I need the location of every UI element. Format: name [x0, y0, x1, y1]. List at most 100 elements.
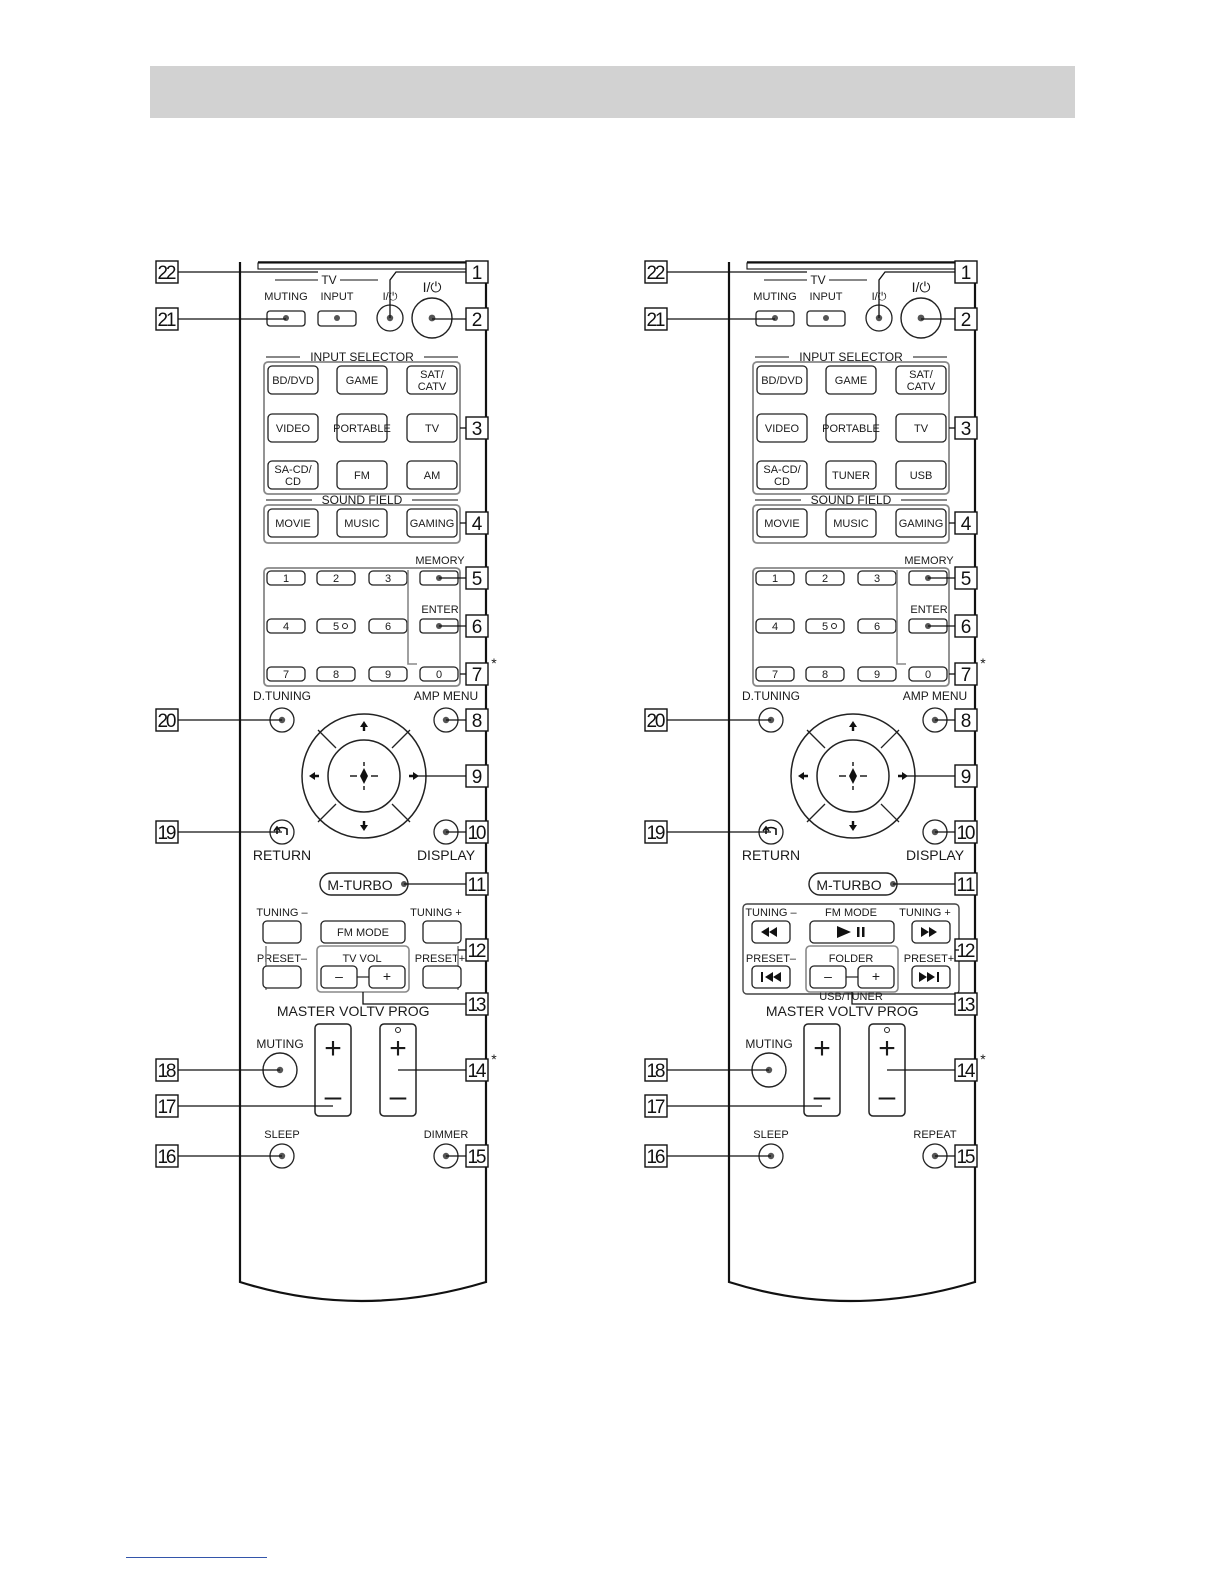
remote-1-vol-plus-button[interactable]: +: [368, 965, 406, 989]
remote-1-sound-field-label: SOUND FIELD: [322, 493, 403, 507]
remote-2-num-key-5-tactile-dot: [831, 623, 837, 629]
remote-2-tuning-minus-button[interactable]: [751, 920, 791, 944]
remote-1-num-key-1[interactable]: 1: [266, 570, 306, 586]
remote-1-input-tv-button[interactable]: TV: [406, 413, 458, 443]
remote-2-callout-19-num: 19: [647, 823, 666, 844]
remote-2-input-bddvd-button[interactable]: BD/DVD: [756, 365, 808, 395]
remote-2-vol-plus-button[interactable]: +: [857, 965, 895, 989]
remote-1-tuning-minus-button[interactable]: [262, 920, 302, 944]
remote-2-main-power-button[interactable]: [900, 297, 942, 339]
remote-2-input-game-button-body: [825, 365, 877, 395]
remote-2-input-video-button-label: VIDEO: [765, 423, 800, 435]
remote-2-tv-input-button[interactable]: [806, 310, 846, 327]
remote-1-num-key-9-label: 9: [385, 669, 391, 681]
remote-2-callout-19: 19: [644, 820, 668, 844]
remote-2-input-tv-button-label: TV: [914, 423, 929, 435]
remote-1-callout-6: 6: [465, 614, 489, 638]
remote-2-sound-field-movie-button[interactable]: MOVIE: [756, 508, 808, 538]
remote-2-callout-16: 16: [644, 1144, 668, 1168]
remote-1-callout-20: 20: [155, 708, 179, 732]
remote-2-input-video-button[interactable]: VIDEO: [756, 413, 808, 443]
remote-2-tv-input-label: INPUT: [810, 291, 843, 303]
remote-2-num-key-3[interactable]: 3: [857, 570, 897, 586]
remote-2-num-key-5-label: 5: [822, 621, 828, 633]
remote-1-num-key-4[interactable]: 4: [266, 618, 306, 634]
remote-2-callout-20: 20: [644, 708, 668, 732]
remote-1-num-key-2[interactable]: 2: [316, 570, 356, 586]
remote-2-dpad[interactable]: [790, 713, 916, 839]
remote-1-preset-minus-button[interactable]: [262, 965, 302, 989]
remote-1-num-key-2-label: 2: [333, 573, 339, 585]
remote-1-callout-7-asterisk: *: [491, 655, 497, 671]
remote-1-vol-minus-button[interactable]: –: [320, 965, 358, 989]
remote-1-input-fm-button[interactable]: FM: [336, 460, 388, 490]
remote-2-num-key-9[interactable]: 9: [857, 666, 897, 682]
remote-1-center-key-button[interactable]: FM MODE: [320, 920, 406, 944]
remote-2-input-satcatv-button[interactable]: SAT/CATV: [895, 365, 947, 395]
remote-1-input-tv-button-body: [406, 413, 458, 443]
remote-2-callout-9-num: 9: [961, 767, 972, 788]
remote-2-tuning-plus-button[interactable]: [911, 920, 951, 944]
remote-2-num-key-1[interactable]: 1: [755, 570, 795, 586]
remote-1-input-bddvd-button[interactable]: BD/DVD: [267, 365, 319, 395]
remote-2-num-key-4[interactable]: 4: [755, 618, 795, 634]
remote-1-master-vol-rocker[interactable]: +–: [314, 1023, 352, 1117]
remote-2-num-key-9-label: 9: [874, 669, 880, 681]
remote-1-num-key-5[interactable]: 5: [316, 618, 356, 634]
remote-2-num-key-6[interactable]: 6: [857, 618, 897, 634]
remote-2-tv-group-label: TV: [810, 273, 825, 287]
remote-2-sound-field-gaming-button-label: GAMING: [899, 518, 944, 530]
remote-2-sound-field-gaming-button[interactable]: GAMING: [895, 508, 947, 538]
remote-1-tv-prog-label: TV PROG: [366, 1003, 429, 1019]
remote-1-input-portable-button[interactable]: PORTABLE: [333, 413, 391, 443]
remote-1-sound-field-music-button[interactable]: MUSIC: [336, 508, 388, 538]
remote-1-input-game-button[interactable]: GAME: [336, 365, 388, 395]
remote-2-input-game-button[interactable]: GAME: [825, 365, 877, 395]
remote-2-num-key-8-label: 8: [822, 669, 828, 681]
remote-2-dpad-sep-1: [880, 729, 900, 749]
remote-1-num-key-0-label: 0: [436, 669, 442, 681]
remote-1-num-key-0[interactable]: 0: [419, 666, 459, 682]
remote-2-center-key-button[interactable]: [809, 920, 895, 944]
remote-1-dpad-sep-0: [317, 729, 337, 749]
remote-2-input-sacdcd-button[interactable]: SA-CD/CD: [756, 460, 808, 490]
remote-2-preset-plus-button[interactable]: [911, 965, 951, 989]
remote-1-input-video-button[interactable]: VIDEO: [267, 413, 319, 443]
remote-2-input-tv-button[interactable]: TV: [895, 413, 947, 443]
remote-1-m-turbo-button[interactable]: M-TURBO: [319, 872, 409, 896]
remote-2-preset-minus-button[interactable]: [751, 965, 791, 989]
remote-2-input-tuner-button[interactable]: TUNER: [825, 460, 877, 490]
remote-1-num-key-8[interactable]: 8: [316, 666, 356, 682]
remote-2-num-key-2[interactable]: 2: [805, 570, 845, 586]
remote-2-num-key-0[interactable]: 0: [908, 666, 948, 682]
remote-1-input-sacdcd-button[interactable]: SA-CD/CD: [267, 460, 319, 490]
remote-2-vol-minus-button[interactable]: –: [809, 965, 847, 989]
remote-1-preset-plus-button[interactable]: [422, 965, 462, 989]
remote-1-num-key-7[interactable]: 7: [266, 666, 306, 682]
remote-1-num-key-9[interactable]: 9: [368, 666, 408, 682]
remote-1-sound-field-gaming-button[interactable]: GAMING: [406, 508, 458, 538]
remote-2-tuning-minus-label: TUNING –: [745, 907, 797, 919]
remote-1-input-am-button[interactable]: AM: [406, 460, 458, 490]
remote-1-dpad-sep-3: [391, 803, 411, 823]
remote-2-input-usb-button[interactable]: USB: [895, 460, 947, 490]
remote-2-num-key-7[interactable]: 7: [755, 666, 795, 682]
remote-1-input-satcatv-button[interactable]: SAT/CATV: [406, 365, 458, 395]
remote-2-master-vol-rocker[interactable]: +–: [803, 1023, 841, 1117]
remote-2-num-key-8[interactable]: 8: [805, 666, 845, 682]
remote-2-preset-minus-label: PRESET–: [746, 953, 797, 965]
remote-1-tuning-plus-button[interactable]: [422, 920, 462, 944]
remote-1-num-key-3[interactable]: 3: [368, 570, 408, 586]
remote-2-sound-field-music-button[interactable]: MUSIC: [825, 508, 877, 538]
remote-2-input-portable-button[interactable]: PORTABLE: [822, 413, 880, 443]
remote-1-dpad[interactable]: [301, 713, 427, 839]
remote-2-input-bddvd-button-body: [756, 365, 808, 395]
remote-1-input-portable-button-body: [336, 413, 388, 443]
remote-2-num-key-5[interactable]: 5: [805, 618, 845, 634]
remote-1-tv-input-button[interactable]: [317, 310, 357, 327]
remote-2-m-turbo-button[interactable]: M-TURBO: [808, 872, 898, 896]
remote-1-callout-2: 2: [465, 307, 489, 331]
remote-1-main-power-button[interactable]: [411, 297, 453, 339]
remote-1-num-key-6[interactable]: 6: [368, 618, 408, 634]
remote-1-sound-field-movie-button[interactable]: MOVIE: [267, 508, 319, 538]
